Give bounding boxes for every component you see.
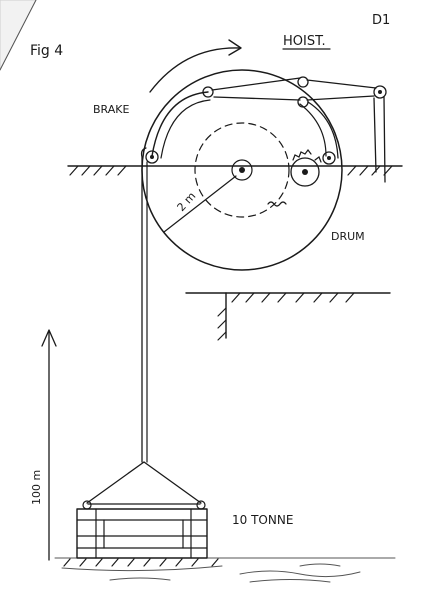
- brake-mechanism: [145, 76, 387, 183]
- lever-link-top: [306, 79, 377, 89]
- drum-hub: [231, 159, 253, 181]
- brake-label: BRAKE: [93, 103, 129, 116]
- brake-lever-right: [383, 96, 386, 183]
- paper-fold-line: [0, 0, 37, 71]
- lower-platform: [185, 292, 391, 341]
- linkage-pin-a: [297, 76, 309, 88]
- inner-gear-teeth: [267, 201, 287, 207]
- brake-link-upper: [211, 77, 301, 91]
- brake-pin-top: [202, 86, 214, 98]
- load-slings: [82, 461, 206, 510]
- ground-shading: [61, 565, 223, 572]
- brake-lever-left: [373, 97, 377, 173]
- brake-pivot-right: [322, 151, 336, 165]
- page-id: D1: [372, 13, 390, 28]
- hoist-rope: [140, 147, 148, 463]
- rotation-arrow: [149, 39, 242, 93]
- brake-band-outer: [151, 91, 209, 157]
- lever-pivot: [373, 85, 387, 99]
- height-label: 100 m: [30, 470, 43, 505]
- radius-label: 2 m: [175, 190, 199, 214]
- drum-label: DRUM: [331, 230, 365, 243]
- brake-link-lower: [213, 96, 301, 101]
- upper-ground: [67, 165, 403, 176]
- drum-axle: [239, 167, 245, 173]
- lever-link-bottom: [306, 95, 375, 101]
- brake-shoe-right: [307, 101, 339, 159]
- diagram-title: HOIST.: [283, 34, 326, 49]
- brake-band-inner: [160, 99, 211, 159]
- drum-inner-circle: [194, 122, 290, 218]
- load-crate: [76, 508, 208, 559]
- radius-line: [163, 175, 237, 233]
- height-dimension-arrow: [41, 329, 57, 561]
- pinion-gear: [290, 149, 322, 187]
- linkage-pin-b: [297, 96, 309, 108]
- brake-shoe-right-inner: [299, 103, 327, 157]
- load-label: 10 TONNE: [232, 513, 293, 527]
- figure-label: Fig 4: [30, 43, 63, 59]
- brake-pivot-left: [145, 150, 159, 164]
